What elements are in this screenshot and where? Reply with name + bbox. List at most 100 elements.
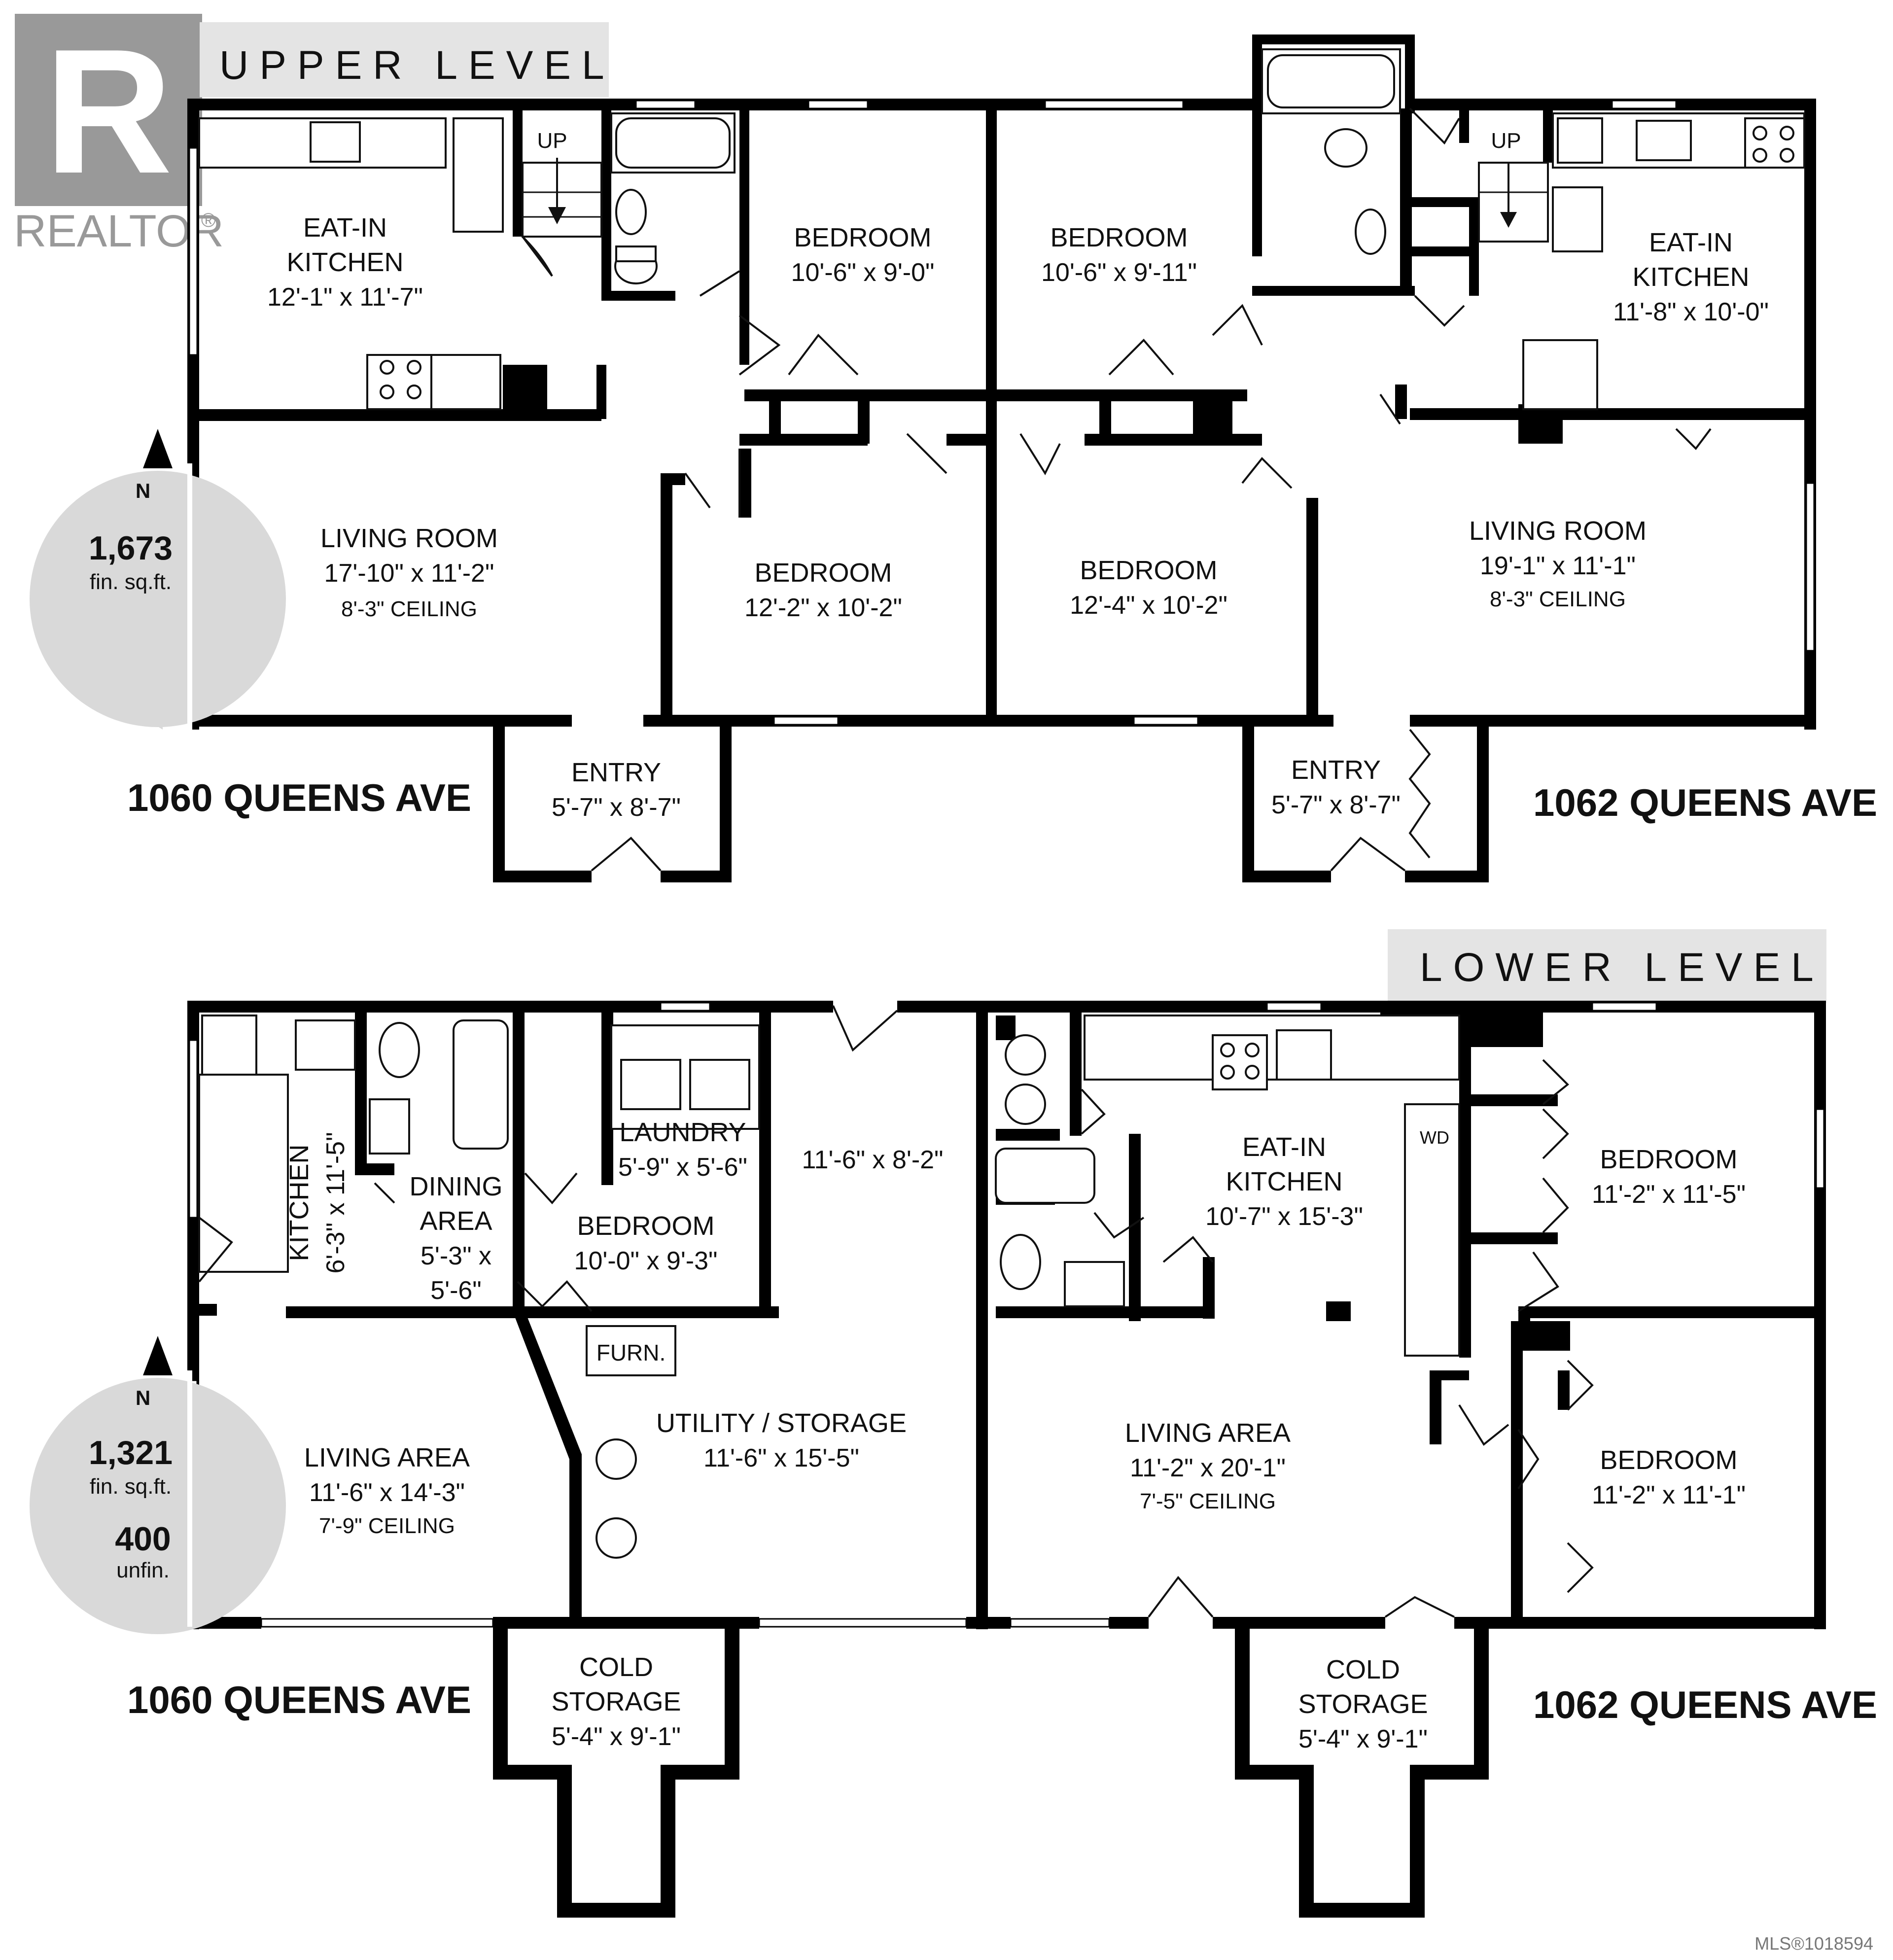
room-dimensions: 5'-4" x 9'-1" [552,1722,681,1751]
room-label: STORAGE [1298,1689,1428,1719]
room-label: BEDROOM [1600,1445,1737,1475]
room-label: COLD [579,1652,653,1682]
room-dimensions: 11'-6" x 8'-2" [802,1146,943,1174]
mls-number: MLS®1018594 [1754,1933,1873,1954]
dishwasher-icon [1557,117,1603,164]
room-label: BEDROOM [754,558,892,588]
room-label: EAT-IN [303,213,387,243]
washer-icon [620,1059,681,1110]
lower-unfin: 400 [115,1520,171,1558]
room-label: DINING [410,1172,503,1201]
room-dimensions: 10'-7" x 15'-3" [1205,1202,1363,1231]
bathtub-icon [995,1148,1095,1204]
room-dimensions: 11'-6" x 14'-3" [309,1478,465,1507]
room-label: BEDROOM [794,223,931,252]
post-icon [1326,1301,1346,1321]
lower-level-title: LOWER LEVEL [1420,945,1824,990]
room-dimensions: 10'-0" x 9'-3" [574,1247,718,1275]
toilet-icon [379,1022,420,1078]
room-dimensions: 11'-8" x 10'-0" [1613,298,1769,326]
room-dimensions: 10'-6" x 9'-11" [1041,258,1197,287]
room-label: LIVING AREA [1125,1418,1291,1448]
sink-icon [1355,209,1386,255]
room-dimensions: 19'-1" x 11'-1" [1480,552,1636,580]
room-label: COLD [1326,1655,1400,1684]
room-label: AREA [420,1206,492,1236]
room-label: EAT-IN [1242,1132,1326,1162]
sink-icon [1276,1029,1332,1081]
sink-icon [369,1098,410,1155]
room-dimensions: 17'-10" x 11'-2" [324,559,494,588]
address-label: 1060 QUEENS AVE [127,1678,471,1721]
upper-level-title: UPPER LEVEL [219,43,615,88]
upper-labels: EAT-IN KITCHEN 12'-1" x 11'-7" BEDROOM 1… [127,213,1877,824]
room-dimensions: 12'-1" x 11'-7" [267,283,423,312]
sink-icon [615,189,647,235]
address-label: 1062 QUEENS AVE [1533,781,1877,824]
sink-icon [1636,120,1692,161]
stove-icon [1212,1034,1268,1090]
room-dimensions: 5'-9" x 5'-6" [618,1153,747,1182]
upper-sqft-badge: N 1,673 fin. sq.ft. [30,429,286,739]
room-label: KITCHEN [1632,262,1749,292]
toilet-icon [1324,128,1367,168]
fridge-icon [201,1015,257,1076]
address-label: 1060 QUEENS AVE [127,776,471,819]
lower-sqft: 1,321 [89,1434,173,1471]
fridge-icon [1552,186,1603,252]
room-label: BEDROOM [577,1211,714,1241]
room-dimensions: 5'-3" x [421,1242,491,1270]
room-dimensions: 5'-7" x 8'-7" [552,793,681,822]
lower-sqft-unit: fin. sq.ft. [90,1474,172,1499]
room-dimensions: 6'-3" x 11'-5" [321,1132,350,1273]
address-label: 1062 QUEENS AVE [1533,1683,1877,1726]
washer-icon [1522,339,1598,410]
realtor-logo: R REALTOR ® [14,12,224,256]
sink-icon [1064,1261,1125,1307]
room-dimensions: 11'-2" x 11'-5" [1592,1180,1746,1209]
toilet-icon [1000,1234,1041,1290]
room-label: BEDROOM [1600,1145,1737,1174]
room-label: ENTRY [571,758,661,787]
lower-level-banner: LOWER LEVEL [1388,929,1826,1003]
dryer-icon [689,1059,750,1110]
bathtub-icon [453,1019,509,1150]
upper-doors [522,107,1712,872]
north-arrow-icon [143,1336,173,1375]
bathroom-left [610,112,736,284]
upper-level-banner: UPPER LEVEL [200,22,615,97]
stair-up-left: UP [522,129,602,238]
room-label: STORAGE [551,1687,681,1716]
upper-fixtures: UP UP [198,48,1805,410]
realtor-mark: R [44,12,173,210]
room-label: LIVING ROOM [1469,516,1647,546]
room-ceiling: 7'-9" CEILING [319,1514,455,1538]
water-heater-icon [596,1517,637,1559]
compass-north: N [136,479,150,502]
washer-dryer-label: WD [1420,1127,1449,1148]
upper-sqft-unit: fin. sq.ft. [90,570,172,594]
room-label: UTILITY / STORAGE [656,1408,907,1438]
stair-up-right: UP [1478,129,1549,243]
room-label: EAT-IN [1649,228,1733,257]
room-label: ENTRY [1291,755,1381,785]
sink-icon [295,1019,356,1071]
room-dimensions: 12'-2" x 10'-2" [744,594,902,622]
lower-unfin-unit: unfin. [116,1558,170,1582]
room-dimensions: 5'-6" [430,1276,482,1305]
room-dimensions: 10'-6" x 9'-0" [791,258,935,287]
compass-north: N [136,1386,150,1409]
washer-dryer-icon [1404,1103,1460,1357]
realtor-logo-box [15,14,202,206]
room-ceiling: 7'-5" CEILING [1140,1489,1276,1513]
bathroom-right [1261,48,1401,255]
lower-fixtures: FURN. WD [198,1015,1460,1559]
room-label: KITCHEN [1226,1167,1342,1196]
up-label-left: UP [537,129,567,153]
water-heater-icon [1005,1034,1046,1076]
room-dimensions: 5'-4" x 9'-1" [1298,1725,1428,1753]
lower-sqft-badge: N 1,321 fin. sq.ft. 400 unfin. [30,1336,286,1634]
stove-icon [1744,117,1805,169]
furnace-label: FURN. [596,1340,666,1365]
